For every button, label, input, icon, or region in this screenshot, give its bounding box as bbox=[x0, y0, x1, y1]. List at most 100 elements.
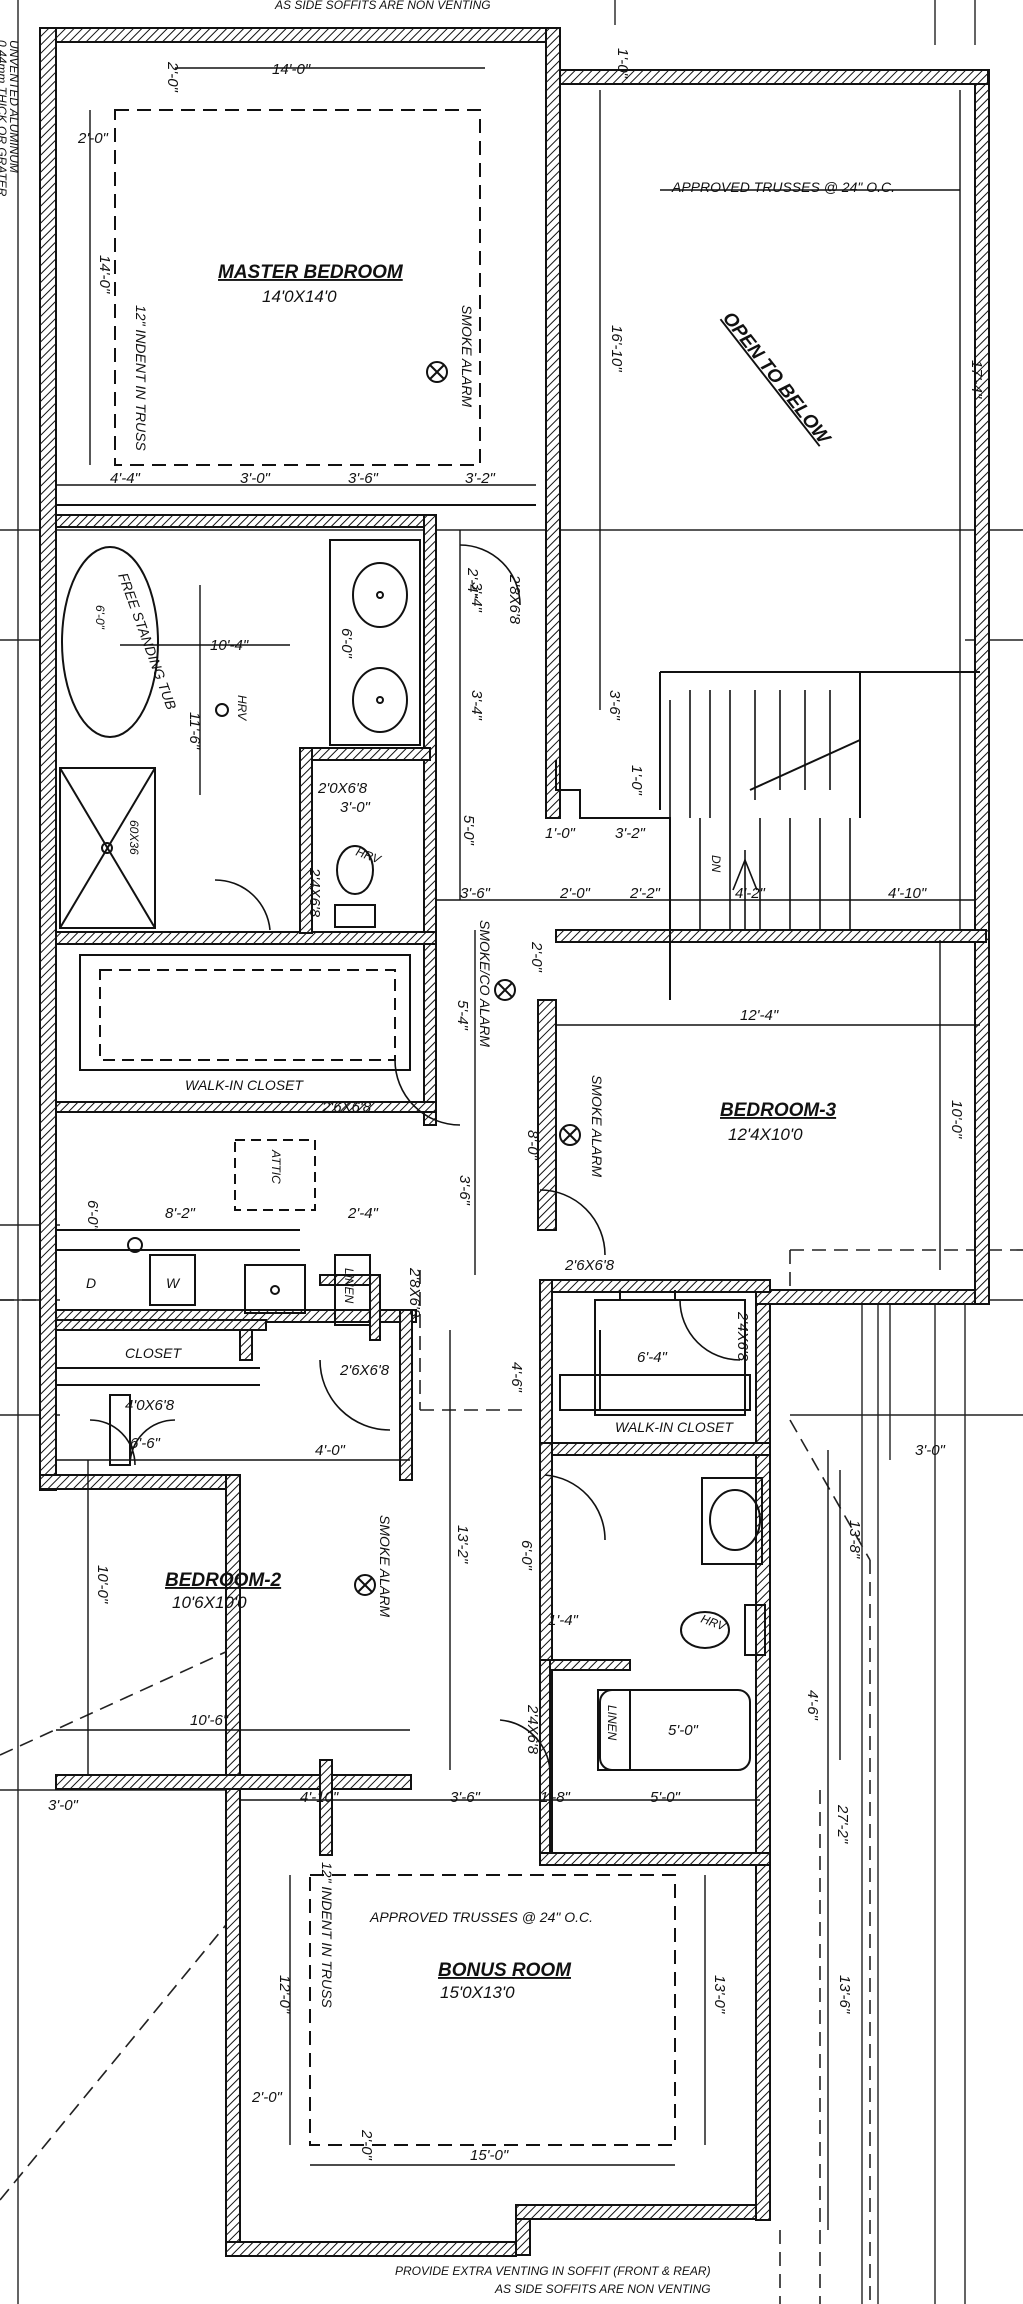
svg-text:3'-0": 3'-0" bbox=[915, 1442, 946, 1459]
smoke-co-label: SMOKE/CO ALARM bbox=[477, 920, 493, 1047]
svg-text:3'-0": 3'-0" bbox=[240, 470, 271, 487]
shower-icon bbox=[59, 767, 156, 929]
hrv-label-2: HRV bbox=[354, 845, 383, 867]
svg-text:2'0X6'8: 2'0X6'8 bbox=[317, 780, 368, 797]
free-standing-tub-icon bbox=[61, 546, 159, 738]
svg-text:13'-2": 13'-2" bbox=[454, 1525, 471, 1564]
svg-text:8'-2": 8'-2" bbox=[165, 1205, 196, 1222]
indent-bonus-label: 12" INDENT IN TRUSS bbox=[319, 1862, 335, 2008]
linen-closet-icon bbox=[334, 1254, 371, 1326]
svg-text:2'-0": 2'-0" bbox=[559, 885, 591, 902]
linen-label-1: LINEN bbox=[342, 1268, 356, 1304]
svg-text:1'-0": 1'-0" bbox=[545, 825, 576, 842]
svg-text:2'-4": 2'-4" bbox=[464, 567, 481, 599]
svg-text:2'6X6'8: 2'6X6'8 bbox=[564, 1257, 615, 1274]
sink-icon bbox=[709, 1489, 761, 1551]
side-note-2: 0.44mm THICK OR GRATER bbox=[0, 40, 9, 197]
smoke-master-label: SMOKE ALARM bbox=[459, 305, 475, 408]
tub-size-label: 6'-0" bbox=[93, 605, 107, 630]
door-swings bbox=[89, 544, 741, 1771]
smoke-alarms bbox=[127, 361, 581, 1596]
hrv-icon bbox=[215, 703, 229, 717]
smoke-b3-label: SMOKE ALARM bbox=[589, 1075, 605, 1178]
sink-icon bbox=[352, 667, 408, 733]
hrv-label-1: HRV bbox=[235, 695, 249, 721]
smoke-alarm-icon bbox=[426, 361, 448, 383]
attic-label: ATTIC bbox=[269, 1149, 283, 1184]
svg-text:1'-0": 1'-0" bbox=[628, 765, 645, 796]
dimension-lines bbox=[56, 67, 980, 2230]
svg-text:4'-6": 4'-6" bbox=[508, 1362, 525, 1393]
svg-text:17'-4": 17'-4" bbox=[968, 360, 985, 399]
svg-text:2'-0": 2'-0" bbox=[528, 941, 545, 973]
interior-lines bbox=[56, 109, 980, 2146]
hrv-icon bbox=[127, 1237, 143, 1253]
svg-text:4'-10": 4'-10" bbox=[300, 1789, 339, 1806]
svg-text:6'-0": 6'-0" bbox=[518, 1540, 535, 1571]
svg-text:2'-0": 2'-0" bbox=[77, 130, 109, 147]
svg-text:5'-0": 5'-0" bbox=[460, 815, 477, 846]
trusses-top-label: APPROVED TRUSSES @ 24" O.C. bbox=[671, 179, 895, 195]
svg-text:6'-6": 6'-6" bbox=[130, 1435, 161, 1452]
svg-text:3'-6": 3'-6" bbox=[606, 690, 623, 721]
svg-text:2'4X6'8: 2'4X6'8 bbox=[306, 867, 323, 918]
dryer-label: D bbox=[86, 1275, 96, 1291]
room-walkin1-name: WALK-IN CLOSET bbox=[185, 1077, 304, 1093]
svg-text:2'8X6'8: 2'8X6'8 bbox=[406, 1267, 423, 1318]
room-open-name: OPEN TO BELOW bbox=[718, 308, 835, 450]
svg-text:1'-0": 1'-0" bbox=[614, 48, 631, 79]
svg-text:3'-6": 3'-6" bbox=[348, 470, 379, 487]
top-banner-note: AS SIDE SOFFITS ARE NON VENTING bbox=[274, 0, 491, 12]
smoke-alarm-icon bbox=[494, 979, 516, 1001]
indent-master-label: 12" INDENT IN TRUSS bbox=[133, 305, 149, 451]
svg-text:3'-4": 3'-4" bbox=[468, 582, 485, 613]
smoke-alarm-icon bbox=[559, 1124, 581, 1146]
svg-text:10'-0": 10'-0" bbox=[94, 1565, 111, 1604]
svg-text:3'-6": 3'-6" bbox=[456, 1175, 473, 1206]
dimension-labels: 14'-0" 2'-0" 2'-0" 14'-0" 4'-4" 3'-0" 3'… bbox=[48, 48, 985, 2164]
svg-text:5'-0": 5'-0" bbox=[650, 1789, 681, 1806]
washer-icon bbox=[149, 1254, 196, 1306]
room-master-name: MASTER BEDROOM bbox=[218, 262, 404, 283]
room-walkin2-name: WALK-IN CLOSET bbox=[615, 1419, 734, 1435]
svg-text:5'-4": 5'-4" bbox=[454, 1000, 471, 1031]
room-bedroom3-size: 12'4X10'0 bbox=[728, 1125, 803, 1144]
down-label: DN bbox=[709, 855, 723, 873]
svg-text:27'-2": 27'-2" bbox=[834, 1804, 851, 1844]
svg-text:2'6X6'8: 2'6X6'8 bbox=[339, 1362, 390, 1379]
room-master-size: 14'0X14'0 bbox=[262, 287, 337, 306]
svg-text:5'-0": 5'-0" bbox=[668, 1722, 699, 1739]
svg-text:6'-4": 6'-4" bbox=[637, 1349, 668, 1366]
sink-icon bbox=[352, 562, 408, 628]
svg-text:14'-0": 14'-0" bbox=[272, 61, 311, 78]
room-bedroom2-name: BEDROOM-2 bbox=[165, 1570, 282, 1591]
svg-text:12'-0": 12'-0" bbox=[276, 1975, 293, 2014]
linen-label-2: LINEN bbox=[605, 1705, 619, 1741]
dashed-lines bbox=[0, 1249, 1023, 2304]
svg-text:2'8X6'8: 2'8X6'8 bbox=[506, 574, 523, 625]
staircase bbox=[669, 690, 851, 930]
svg-text:12'-4": 12'-4" bbox=[740, 1007, 779, 1024]
room-bonus-name: BONUS ROOM bbox=[438, 1960, 572, 1981]
room-bedroom3-name: BEDROOM-3 bbox=[720, 1100, 837, 1121]
laundry-sink-icon bbox=[244, 1264, 306, 1314]
vanity-icon bbox=[329, 539, 421, 746]
svg-text:14'-0": 14'-0" bbox=[96, 255, 113, 294]
svg-text:2'4X6'8: 2'4X6'8 bbox=[734, 1311, 751, 1362]
bathtub-icon bbox=[599, 1689, 751, 1771]
svg-text:4'-4": 4'-4" bbox=[110, 470, 141, 487]
svg-text:2'-4": 2'-4" bbox=[347, 1205, 379, 1222]
svg-text:3'-4": 3'-4" bbox=[468, 690, 485, 721]
toilet-icon bbox=[336, 845, 374, 895]
svg-text:4'-0": 4'-0" bbox=[315, 1442, 346, 1459]
svg-text:2'-0": 2'-0" bbox=[164, 61, 181, 93]
toilet-icon bbox=[680, 1611, 730, 1649]
svg-text:13'-8": 13'-8" bbox=[846, 1520, 863, 1559]
bottom-note-1: PROVIDE EXTRA VENTING IN SOFFIT (FRONT &… bbox=[395, 2264, 711, 2278]
svg-text:6'-0": 6'-0" bbox=[338, 628, 355, 659]
svg-text:3'-2": 3'-2" bbox=[465, 470, 496, 487]
attic-hatch-icon bbox=[234, 1139, 316, 1211]
svg-text:4'-2": 4'-2" bbox=[735, 885, 766, 902]
trusses-bottom-label: APPROVED TRUSSES @ 24" O.C. bbox=[369, 1909, 593, 1925]
